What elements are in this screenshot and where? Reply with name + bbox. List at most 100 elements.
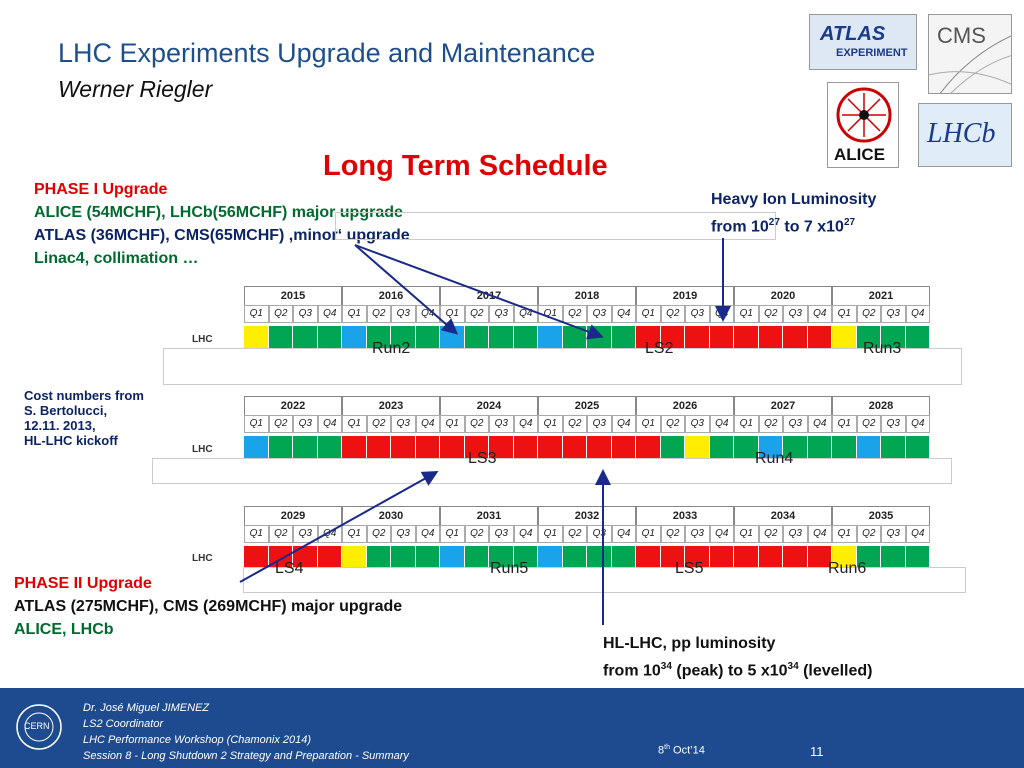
schedule-quarter-bar xyxy=(342,326,367,348)
cost-note-line3: 12.11. 2013, xyxy=(24,418,96,433)
schedule-quarter-bar xyxy=(489,436,514,458)
schedule-quarter-bar xyxy=(538,436,563,458)
cern-logo-graphic xyxy=(16,704,62,750)
schedule-quarter-bar xyxy=(807,436,832,458)
schedule-quarter-bar xyxy=(317,546,342,568)
alice-logo: ALICE xyxy=(827,82,899,168)
hl-lhc-text-c: (levelled) xyxy=(798,662,873,680)
quarter-cell: Q3 xyxy=(881,415,906,433)
hl-lhc-exp-b: 34 xyxy=(787,661,799,672)
hl-lhc-block: HL-LHC, pp luminosity from 1034 (peak) t… xyxy=(603,632,872,682)
quarter-cell: Q1 xyxy=(636,305,661,323)
quarter-cell: Q4 xyxy=(807,415,832,433)
quarter-cell: Q4 xyxy=(611,305,636,323)
schedule-quarter-bar xyxy=(636,546,661,568)
heavy-ion-block: Heavy Ion Luminosity from 1027 to 7 x102… xyxy=(711,188,876,238)
quarter-cell: Q4 xyxy=(709,415,734,433)
schedule-quarter-bar xyxy=(440,326,465,348)
label-band-2 xyxy=(152,458,952,484)
atlas-logo: ATLAS EXPERIMENT xyxy=(809,14,917,70)
heavy-ion-text-a: from 10 xyxy=(711,218,769,236)
schedule-quarter-bar xyxy=(734,436,759,458)
author-name: Werner Riegler xyxy=(58,76,213,102)
schedule-quarter-bar xyxy=(783,436,808,458)
quarter-cell: Q3 xyxy=(685,305,710,323)
label-band-1 xyxy=(163,348,962,385)
schedule-quarter-bar xyxy=(611,546,636,568)
quarter-cell: Q4 xyxy=(415,415,440,433)
schedule-quarter-bar xyxy=(415,326,440,348)
hl-lhc-line2: from 1034 (peak) to 5 x1034 (levelled) xyxy=(603,655,872,682)
cms-logo-graphic xyxy=(929,35,1011,93)
phase2-line2: ALICE, LHCb xyxy=(14,621,114,638)
phase1-line2: ATLAS (36MCHF), CMS(65MCHF) ,minor‘ upgr… xyxy=(34,227,410,244)
footer-bar: CERN Dr. José Miguel JIMENEZ LS2 Coordin… xyxy=(0,688,1024,768)
schedule-quarter-bar xyxy=(685,546,710,568)
quarter-cell: Q2 xyxy=(758,415,783,433)
footer-line1: Dr. José Miguel JIMENEZ xyxy=(83,702,210,714)
heavy-ion-text-b: to 7 x10 xyxy=(779,218,844,236)
schedule-quarter-bar xyxy=(513,326,538,348)
schedule-quarter-bar xyxy=(636,326,661,348)
schedule-quarter-bar xyxy=(538,546,563,568)
quarter-cell: Q2 xyxy=(758,525,783,543)
schedule-quarter-bar xyxy=(856,546,881,568)
schedule-quarter-bar xyxy=(881,436,906,458)
footer-date-month: Oct’14 xyxy=(669,744,705,757)
quarter-cell: Q2 xyxy=(562,525,587,543)
schedule-quarter-bar xyxy=(856,436,881,458)
hl-lhc-exp-a: 34 xyxy=(660,661,672,672)
quarter-cell: Q4 xyxy=(807,525,832,543)
schedule-quarter-bar xyxy=(636,436,661,458)
lhcb-logo-text: LHCb xyxy=(927,118,996,149)
quarter-cell: Q1 xyxy=(244,305,269,323)
quarter-cell: Q4 xyxy=(317,525,342,543)
quarter-cell: Q1 xyxy=(244,525,269,543)
schedule-quarter-bar xyxy=(783,326,808,348)
year-cell: 2021 xyxy=(832,286,930,305)
year-cell: 2015 xyxy=(244,286,342,305)
lhc-row-label-3: LHC xyxy=(192,553,213,564)
quarter-cell: Q2 xyxy=(268,415,293,433)
phase1-title: PHASE I Upgrade xyxy=(34,181,168,198)
quarter-cell: Q1 xyxy=(636,415,661,433)
quarter-cell: Q3 xyxy=(293,415,318,433)
quarter-cell: Q4 xyxy=(807,305,832,323)
schedule-quarter-bar xyxy=(244,546,269,568)
footer-line2: LS2 Coordinator xyxy=(83,718,164,730)
phase1-line1: ALICE (54MCHF), LHCb(56MCHF) major upgra… xyxy=(34,204,403,221)
hl-lhc-line1: HL-LHC, pp luminosity xyxy=(603,635,776,652)
ls2-label: LS2 xyxy=(645,340,674,357)
quarter-cell: Q3 xyxy=(881,305,906,323)
year-cell: 2032 xyxy=(538,506,636,525)
page-number: 11 xyxy=(810,744,824,759)
year-cell: 2034 xyxy=(734,506,832,525)
schedule-quarter-bar xyxy=(415,436,440,458)
quarter-cell: Q3 xyxy=(391,305,416,323)
ls3-label: LS3 xyxy=(468,450,497,467)
quarter-cell: Q3 xyxy=(685,415,710,433)
schedule-quarter-bar xyxy=(464,436,489,458)
footer-date-day: 8 xyxy=(658,744,665,757)
year-cell: 2019 xyxy=(636,286,734,305)
quarter-cell: Q3 xyxy=(783,415,808,433)
quarter-cell: Q2 xyxy=(660,305,685,323)
schedule-quarter-bar xyxy=(832,326,857,348)
quarter-cell: Q3 xyxy=(587,415,612,433)
year-cell: 2023 xyxy=(342,396,440,415)
year-cell: 2020 xyxy=(734,286,832,305)
quarter-cell: Q4 xyxy=(513,525,538,543)
schedule-quarter-bar xyxy=(366,436,391,458)
schedule-quarter-bar xyxy=(734,546,759,568)
quarter-cell: Q2 xyxy=(464,525,489,543)
quarter-cell: Q3 xyxy=(489,305,514,323)
quarter-cell: Q2 xyxy=(562,415,587,433)
quarter-cell: Q2 xyxy=(366,415,391,433)
quarter-cell: Q4 xyxy=(905,415,930,433)
